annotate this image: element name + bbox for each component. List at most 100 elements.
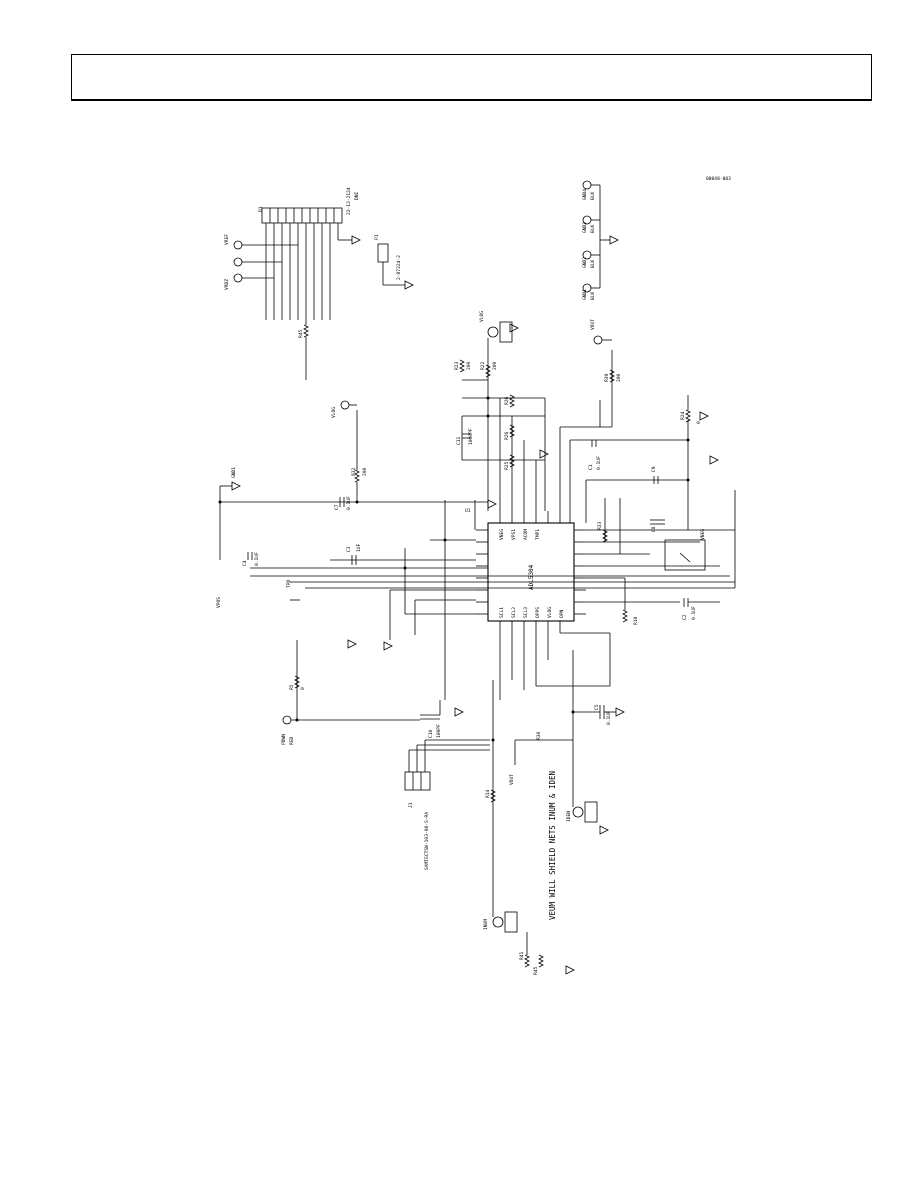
p1-ref: P1 [374, 234, 380, 240]
top-mid-nets [461, 338, 546, 511]
pin-label: ACOM [523, 529, 529, 540]
res-label: R25 [504, 461, 510, 470]
cap-value: 0.1UF [254, 552, 260, 566]
u1-ref: U1 [465, 508, 471, 514]
resistor-r22: R22 200 [480, 361, 498, 378]
u1-left-pins [476, 529, 488, 615]
cap-c8: C8 [650, 519, 665, 532]
net-blk: BLK [590, 291, 596, 300]
res-label: R41 [519, 951, 525, 960]
cap-value: 0.1UF [606, 711, 612, 725]
res-label: R5 [289, 684, 295, 690]
vref-diode: VNEG [664, 529, 706, 571]
ground-icon [404, 280, 414, 290]
cap-label: C9 [651, 466, 657, 472]
doc-id: 08048-003 [706, 176, 731, 182]
cap-c1: C1 0.1UF [588, 440, 602, 470]
net-red: RED [289, 736, 295, 745]
right-nets [559, 350, 736, 610]
vout-sma: VOUT [590, 319, 612, 345]
net-tpd: TPD [286, 579, 292, 588]
net-vlog: VLOG [479, 311, 485, 322]
ground-icon [539, 449, 549, 459]
net-gnd1: GND1 [582, 289, 588, 300]
cap-label: C11 [456, 436, 462, 445]
cap-label: C7 [334, 504, 340, 510]
j1-ref: J1 [408, 802, 414, 808]
res-label: R10 [633, 616, 639, 625]
res-label: R45 [298, 329, 304, 338]
top-rails [219, 485, 735, 700]
vlog-sma: VLOG [331, 400, 357, 418]
cap-value: 1000PF [468, 428, 474, 445]
res-value: 200 [492, 361, 498, 370]
resistor-r14: R14 [485, 789, 496, 803]
pin-label: SCL1 [499, 607, 505, 618]
resistor-r12: R10 [622, 609, 639, 625]
cap-value: 0.1UF [596, 456, 602, 470]
u1-bottom-pins [499, 621, 561, 633]
res-label: R33 [597, 521, 603, 530]
cap-label: C4 [242, 560, 248, 566]
header-p1: P1 2-87224-2 [374, 234, 405, 286]
resistor-r41: R45 [533, 954, 544, 975]
pdwn-connector: PDWN RED [281, 640, 420, 745]
u1-body [487, 522, 575, 622]
resistor-r45: R45 [298, 320, 309, 380]
resistor-r40: R41 [519, 932, 530, 968]
u1-top-pins [499, 511, 561, 523]
ground-icon [231, 481, 241, 491]
pin-label: SCL2 [511, 607, 517, 618]
cap-label: C3 [346, 546, 352, 552]
cap-label: C10 [428, 729, 434, 738]
res-value: 200 [362, 467, 368, 476]
ground-symbols [231, 235, 719, 975]
res-label: R26 [504, 431, 510, 440]
cap-label: C1 [588, 464, 594, 470]
res-value: 200 [466, 361, 472, 370]
ground-icon [609, 235, 619, 245]
resistor-r26: R24 0 [680, 395, 702, 424]
res-value: 0 [696, 421, 702, 424]
pin-label: TMP1 [535, 529, 541, 540]
cap-c10: C10 100PF [420, 700, 442, 738]
res-label: R45 [533, 966, 539, 975]
vref-pins: VREF VRDZ [224, 234, 298, 290]
pin-label: OPN [559, 609, 565, 618]
ground-icon [509, 323, 519, 333]
res-label: R14 [485, 789, 491, 798]
net-vrdz: VRDZ [224, 279, 230, 290]
net-gnd4: GND4 [582, 189, 588, 200]
vlog-sma-label: VLOG [331, 407, 337, 418]
res-label: R23 [454, 361, 460, 370]
resistor-r32: R32 200 [351, 410, 368, 502]
net-vout: VOUT [509, 774, 515, 785]
net-gnd2: GND2 [582, 257, 588, 268]
resistor-r25: R26 [504, 424, 515, 440]
gnd-testpoints: GND4 GND3 GND2 GND1 BLK BLK BLK BLK [582, 180, 610, 300]
res-label: R39 [604, 373, 610, 382]
ground-icon [615, 707, 625, 717]
u1-right-pins [574, 529, 586, 615]
cap-c7: C7 0.1UF [334, 496, 352, 510]
vlog-top-sma: VLOG [479, 311, 513, 343]
net-blk: BLK [590, 259, 596, 268]
inum-sma-label: INUM [483, 919, 489, 930]
cap-c5: C5 0.1UF [594, 704, 616, 725]
net-vout-sma: VOUT [590, 319, 596, 330]
res-label: R22 [480, 361, 486, 370]
res-label: R26 [504, 396, 510, 405]
cap-value: 0.1UF [346, 496, 352, 510]
net-vpos: VPOS [216, 597, 222, 608]
net-vneg: VNEG [700, 529, 706, 540]
cap-value: 100PF [436, 724, 442, 738]
title-block-frame [71, 54, 872, 101]
resistor-r24: R25 [504, 454, 515, 470]
pin-label: SCL3 [523, 607, 529, 618]
net-pdwn: PDWN [281, 734, 287, 745]
u1-name: ADL5304 [528, 564, 535, 590]
pin-label: VPS1 [511, 529, 517, 540]
header-j1: J1 SAMTECTSW-103-08-S-RA [404, 739, 490, 870]
pin-label: VNEG [499, 529, 505, 540]
res-value: 200 [616, 373, 622, 382]
